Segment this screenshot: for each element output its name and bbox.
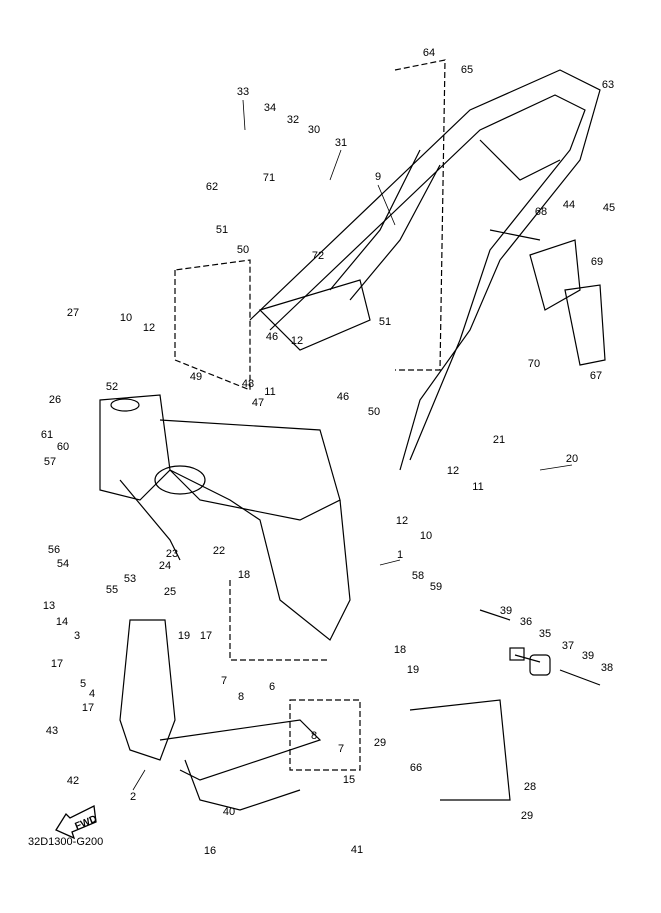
callout-part-number: 67 [589, 370, 603, 382]
callout-part-number: 71 [262, 172, 276, 184]
callout-part-number: 11 [472, 481, 484, 493]
callout-part-number: 55 [105, 584, 119, 596]
callout-part-number: 62 [205, 181, 219, 193]
callout-part-number: 50 [367, 406, 381, 418]
callout-part-number: 37 [561, 640, 575, 652]
callout-part-number: 34 [263, 102, 277, 114]
callout-part-number: 25 [163, 586, 177, 598]
callout-part-number: 19 [406, 664, 420, 676]
callout-part-number: 16 [203, 845, 217, 857]
callout-part-number: 58 [411, 570, 425, 582]
callout-part-number: 41 [350, 844, 364, 856]
callout-part-number: 2 [129, 791, 137, 803]
callout-part-number: 57 [43, 456, 57, 468]
callout-part-number: 17 [50, 658, 64, 670]
callout-part-number: 44 [562, 199, 576, 211]
callout-part-number: 46 [265, 331, 279, 343]
callout-part-number: 33 [236, 86, 250, 98]
callout-part-number: 49 [189, 371, 203, 383]
callout-part-number: 42 [66, 775, 80, 787]
callout-part-number: 24 [158, 560, 172, 572]
callout-part-number: 46 [336, 391, 350, 403]
callout-part-number: 51 [378, 316, 392, 328]
callout-part-number: 59 [429, 581, 443, 593]
callout-part-number: 17 [199, 630, 213, 642]
callout-part-number: 3 [73, 630, 81, 642]
callout-part-number: 12 [142, 322, 156, 334]
callout-part-number: 6 [268, 681, 276, 693]
callout-part-number: 32 [286, 114, 300, 126]
callout-part-number: 36 [519, 616, 533, 628]
callout-part-number: 12 [290, 335, 304, 347]
callout-part-number: 5 [79, 678, 87, 690]
callout-part-number: 43 [45, 725, 59, 737]
callout-part-number: 63 [601, 79, 615, 91]
callout-part-number: 31 [334, 137, 348, 149]
callout-part-number: 22 [212, 545, 226, 557]
callout-part-number: 9 [374, 171, 382, 183]
callout-part-number: 65 [460, 64, 474, 76]
callout-part-number: 35 [538, 628, 552, 640]
callout-part-number: 12 [395, 515, 409, 527]
callout-part-number: 51 [215, 224, 229, 236]
callout-part-number: 38 [600, 662, 614, 674]
callout-part-number: 27 [66, 307, 80, 319]
callout-part-number: 66 [409, 762, 423, 774]
callout-part-number: 64 [422, 47, 436, 59]
callout-part-number: 70 [527, 358, 541, 370]
callout-part-number: 18 [393, 644, 407, 656]
callout-part-number: 13 [42, 600, 56, 612]
callout-part-number: 12 [446, 465, 460, 477]
callout-part-number: 29 [373, 737, 387, 749]
callout-part-number: 11 [264, 386, 276, 398]
callout-part-number: 28 [523, 781, 537, 793]
callout-part-number: 21 [492, 434, 506, 446]
callout-part-number: 7 [220, 675, 228, 687]
callout-part-number: 10 [119, 312, 133, 324]
callout-part-number: 15 [342, 774, 356, 786]
callout-part-number: 39 [499, 605, 513, 617]
callout-part-number: 47 [251, 397, 265, 409]
callout-part-number: 30 [307, 124, 321, 136]
callout-part-number: 61 [40, 429, 54, 441]
callout-part-number: 39 [581, 650, 595, 662]
callout-part-number: 56 [47, 544, 61, 556]
callout-part-number: 8 [310, 730, 318, 742]
callout-part-number: 7 [337, 743, 345, 755]
callout-part-number: 68 [534, 206, 548, 218]
callout-part-number: 29 [520, 810, 534, 822]
callout-part-number: 53 [123, 573, 137, 585]
callout-part-number: 69 [590, 256, 604, 268]
diagram-code: 32D1300-G200 [28, 836, 104, 848]
callout-part-number: 72 [311, 250, 325, 262]
callout-part-number: 19 [177, 630, 191, 642]
callout-part-number: 48 [241, 378, 255, 390]
callout-part-number: 52 [105, 381, 119, 393]
callout-part-number: 10 [419, 530, 433, 542]
callout-part-number: 18 [237, 569, 251, 581]
fwd-arrow-icon: FWD [54, 800, 114, 845]
callout-part-number: 17 [81, 702, 95, 714]
callout-part-number: 45 [602, 202, 616, 214]
callout-part-number: 20 [565, 453, 579, 465]
callout-part-number: 26 [48, 394, 62, 406]
callout-part-number: 4 [88, 688, 96, 700]
callout-part-number: 23 [165, 548, 179, 560]
callout-part-number: 60 [56, 441, 70, 453]
callout-part-number: 50 [236, 244, 250, 256]
callout-part-number: 1 [396, 549, 404, 561]
callout-part-number: 14 [55, 616, 69, 628]
callout-part-number: 54 [56, 558, 70, 570]
callout-part-number: 40 [222, 806, 236, 818]
callout-part-number: 8 [237, 691, 245, 703]
